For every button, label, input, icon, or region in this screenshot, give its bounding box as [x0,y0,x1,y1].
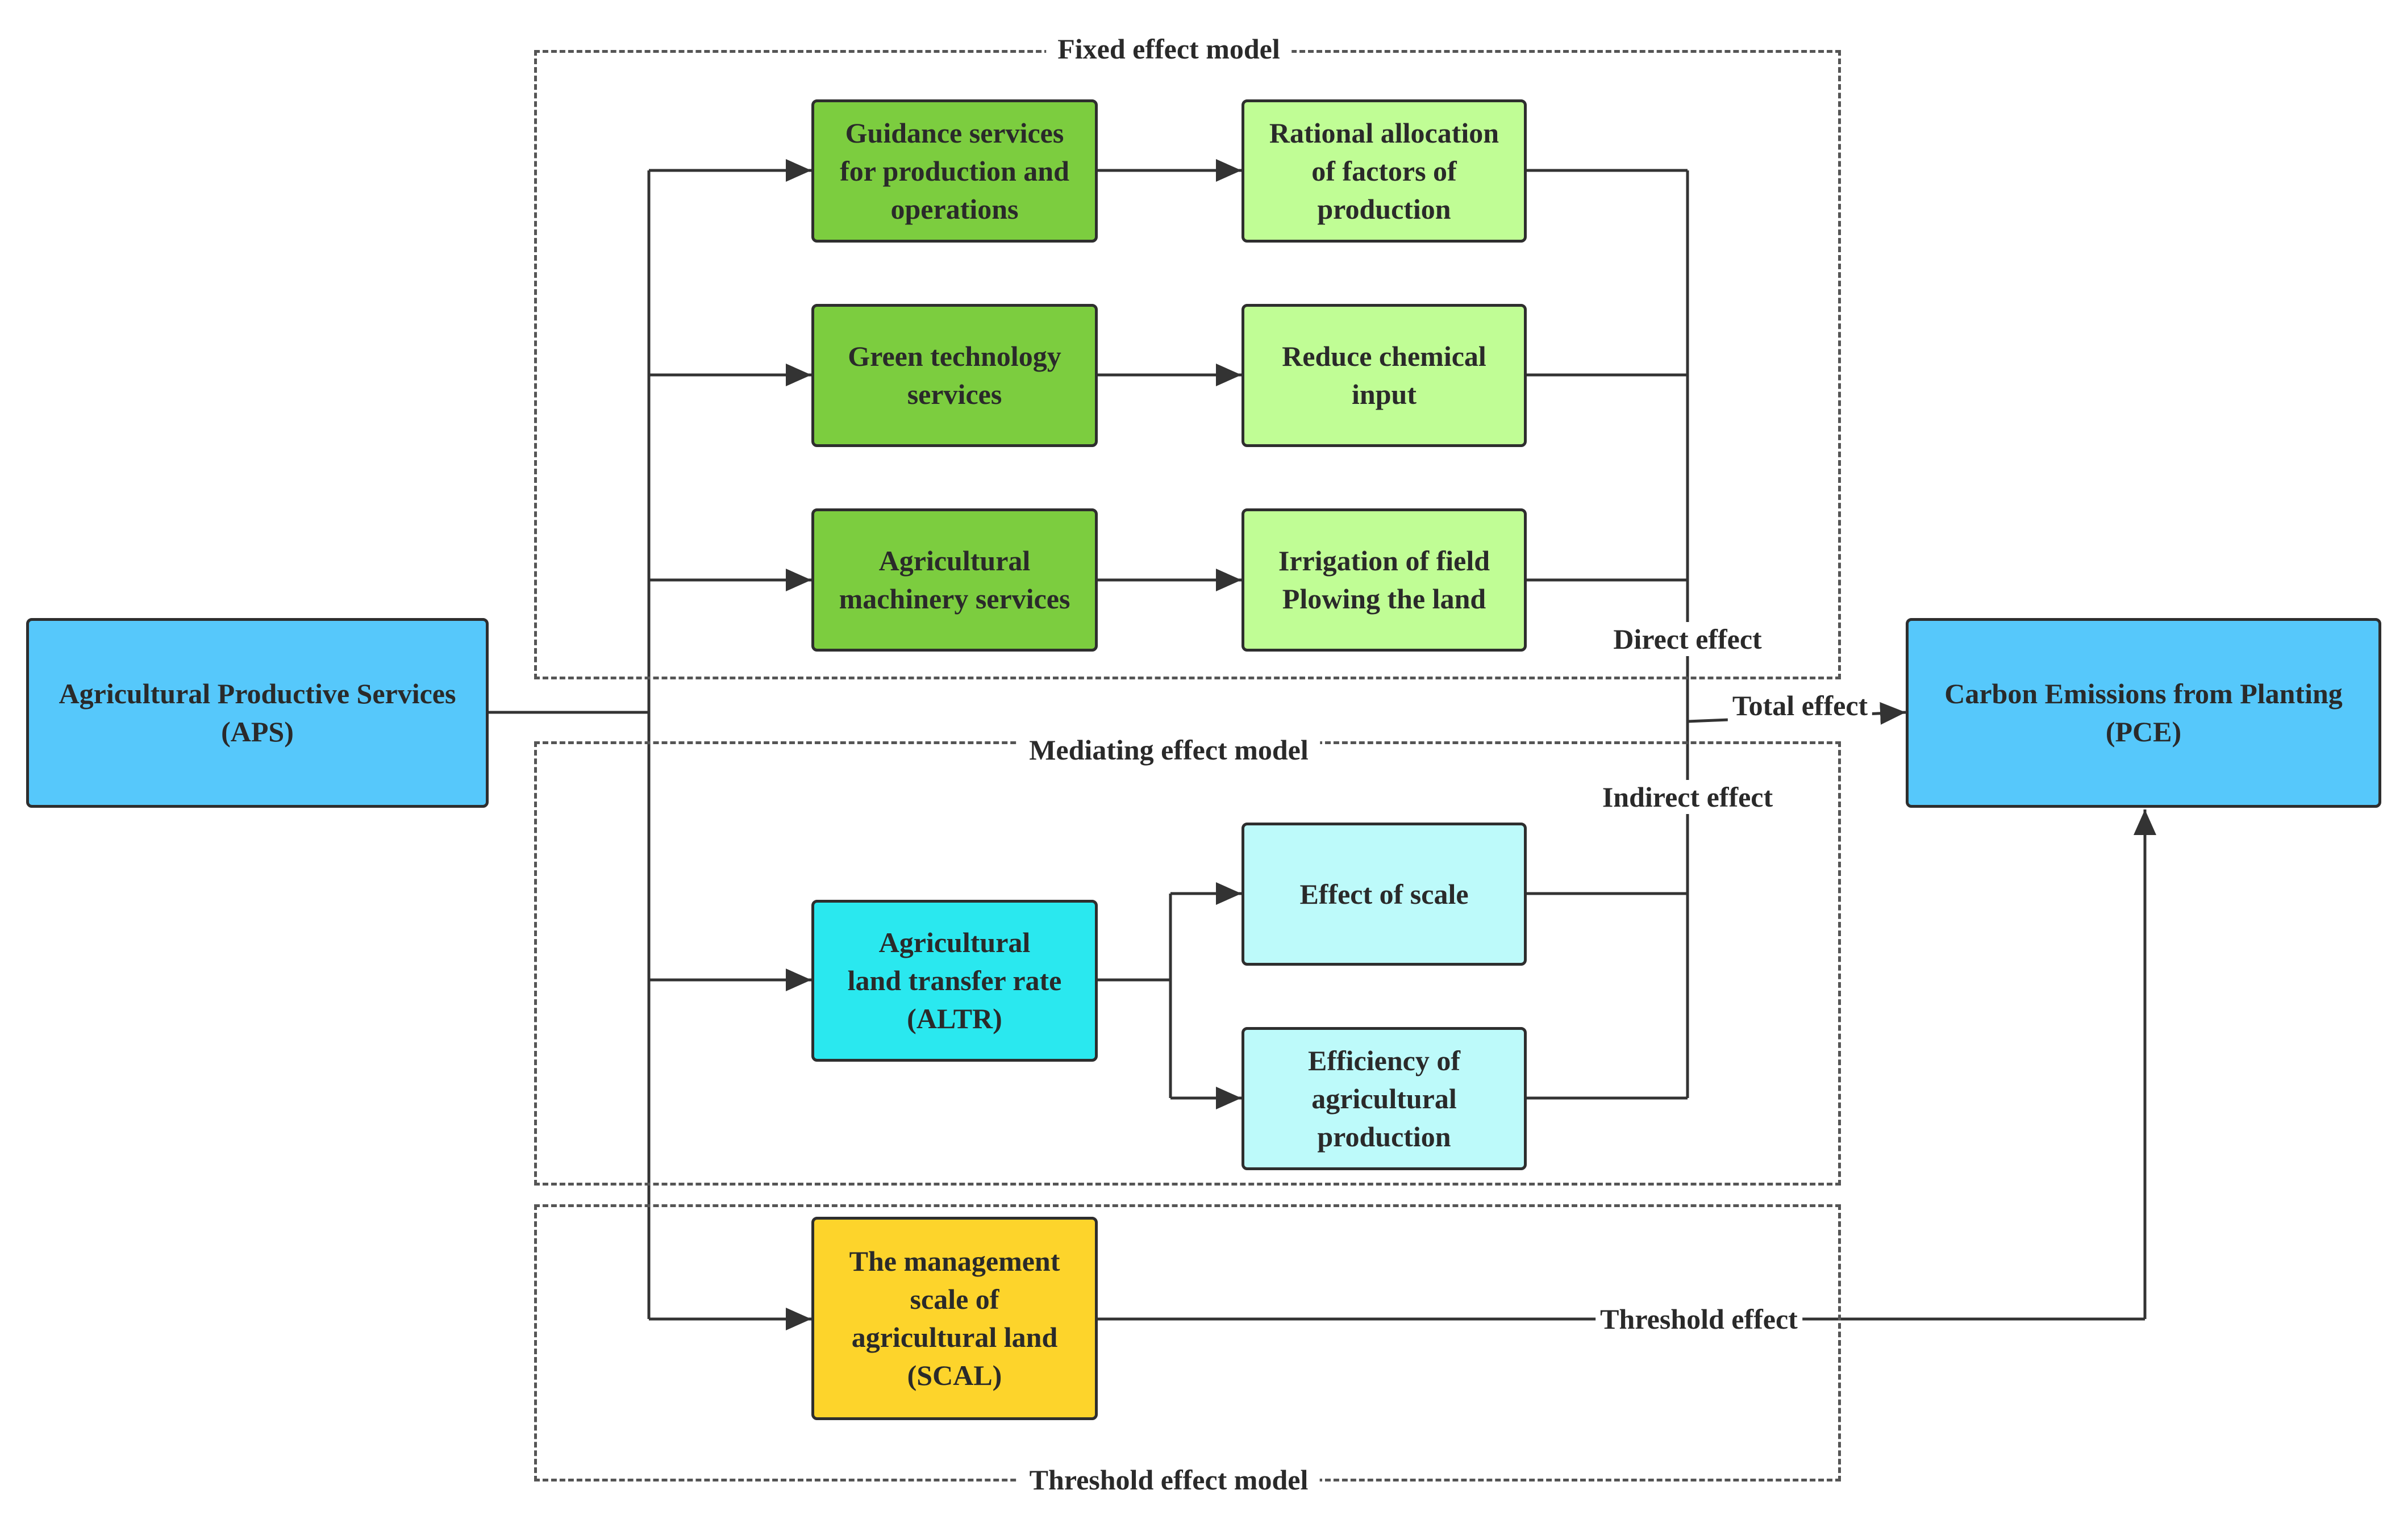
altr-node: Agricultural land transfer rate (ALTR) [811,900,1098,1062]
reduce-chemical-node: Reduce chemical input [1242,304,1527,447]
aps-node: Agricultural Productive Services (APS) [26,618,489,808]
total-effect-label: Total effect [1727,688,1873,723]
mediating-effect-label: Mediating effect model [1018,733,1320,767]
efficiency-node: Efficiency of agricultural production [1242,1027,1527,1170]
green-technology-node: Green technology services [811,304,1098,447]
fixed-effect-label: Fixed effect model [1046,32,1292,66]
scal-node: The management scale of agricultural lan… [811,1217,1098,1420]
pce-node: Carbon Emissions from Planting (PCE) [1906,618,2381,808]
machinery-services-node: Agricultural machinery services [811,508,1098,652]
effect-of-scale-node: Effect of scale [1242,823,1527,966]
threshold-effect-label: Threshold effect model [1018,1463,1320,1497]
indirect-effect-label: Indirect effect [1597,780,1778,814]
fixed-effect-group [534,50,1841,679]
rational-allocation-node: Rational allocation of factors of produc… [1242,99,1527,243]
guidance-services-node: Guidance services for production and ope… [811,99,1098,243]
threshold-effect-group [534,1204,1841,1481]
irrigation-node: Irrigation of field Plowing the land [1242,508,1527,652]
threshold-effect-edge-label: Threshold effect [1595,1302,1802,1336]
direct-effect-label: Direct effect [1609,622,1767,656]
